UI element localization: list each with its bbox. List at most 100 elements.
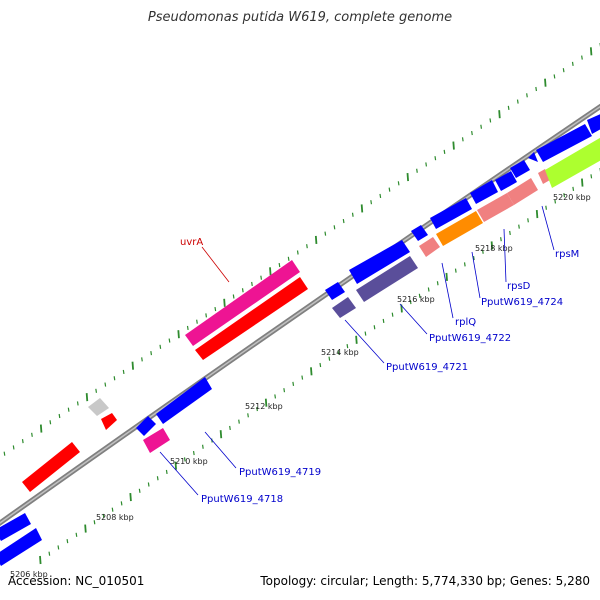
gene-uvrA-red[interactable]: [195, 277, 308, 360]
inner-tick-50: [490, 241, 494, 250]
outer-tick-7: [58, 413, 61, 419]
gene-4724-blue[interactable]: [430, 198, 472, 229]
outer-tick-55: [498, 110, 501, 119]
outer-tick-20: [177, 330, 180, 339]
gene-rpsD-pink[interactable]: [477, 193, 514, 222]
leader-4719: [204, 431, 237, 469]
outer-tick-4: [31, 432, 33, 437]
gene-red-small[interactable]: [101, 413, 117, 430]
leader-rpsD: [503, 228, 507, 283]
tick-label-5220: 5220 kbp: [553, 193, 591, 202]
outer-tick-22: [196, 319, 198, 324]
gene-4721-purple[interactable]: [332, 297, 356, 318]
inner-tick-3: [66, 539, 69, 544]
gene-blue-bottom-1[interactable]: [0, 513, 31, 541]
gene-uvrA-pink[interactable]: [185, 260, 300, 346]
inner-tick-15: [174, 461, 177, 470]
map-title: Pseudomonas putida W619, complete genome: [147, 10, 453, 25]
label-PputW619_4718[interactable]: PputW619_4718: [201, 494, 283, 505]
inner-tick-14: [165, 469, 168, 475]
label-rpsD[interactable]: rpsD: [507, 281, 531, 292]
outer-tick-40: [360, 204, 364, 213]
outer-tick-21: [186, 325, 189, 331]
inner-tick-22: [238, 419, 240, 424]
label-PputW619_4724[interactable]: PputW619_4724: [481, 297, 563, 308]
label-uvrA[interactable]: uvrA: [180, 237, 203, 248]
outer-tick-44: [397, 181, 400, 186]
leader-rpsM: [541, 205, 555, 251]
inner-tick-25: [264, 398, 268, 407]
gene-red-left[interactable]: [22, 442, 80, 492]
inner-tick-37: [373, 325, 376, 330]
gene-blue-top-2[interactable]: [587, 112, 600, 134]
outer-tick-27: [241, 288, 244, 293]
gene-blue-top-1[interactable]: [536, 124, 592, 162]
gene-4719-blue[interactable]: [156, 377, 212, 424]
gene-grey-small[interactable]: [88, 398, 109, 416]
gene-rplQ-pink[interactable]: [419, 237, 440, 257]
outer-tick-49: [443, 149, 446, 154]
label-PputW619_4721[interactable]: PputW619_4721: [386, 362, 468, 373]
inner-tick-35: [355, 335, 358, 344]
gene-blue-top-arrow[interactable]: [528, 152, 538, 162]
outer-tick-row: [3, 43, 600, 456]
gene-blue-4727[interactable]: [510, 160, 530, 178]
gene-4724-orange[interactable]: [436, 211, 483, 246]
outer-tick-18: [159, 344, 162, 349]
outer-tick-31: [278, 262, 281, 268]
outer-tick-11: [95, 388, 98, 393]
outer-tick-58: [526, 93, 528, 98]
inner-tick-53: [518, 224, 520, 229]
leader-4718: [159, 451, 199, 496]
outer-tick-33: [296, 250, 299, 255]
label-rpsM[interactable]: rpsM: [555, 249, 579, 260]
tick-label-5212: 5212 kbp: [245, 402, 283, 411]
label-rplQ[interactable]: rplQ: [455, 317, 476, 328]
inner-tick-33: [337, 350, 340, 355]
outer-tick-50: [452, 141, 455, 150]
outer-tick-15: [131, 361, 134, 370]
gene-rpsM-pink[interactable]: [538, 169, 550, 184]
inner-tick-row: [39, 168, 600, 565]
gene-lime[interactable]: [545, 135, 600, 188]
leader-4721: [344, 319, 385, 364]
inner-tick-57: [554, 199, 557, 204]
gene-blue-4726[interactable]: [495, 171, 517, 191]
inner-tick-24: [256, 406, 258, 412]
label-PputW619_4722[interactable]: PputW619_4722: [429, 333, 511, 344]
outer-tick-47: [425, 162, 428, 167]
outer-tick-65: [589, 47, 593, 56]
gene-blue-bottom-2[interactable]: [0, 528, 42, 566]
outer-tick-19: [168, 338, 171, 343]
outer-tick-29: [260, 275, 263, 280]
inner-tick-51: [500, 237, 502, 242]
gene-4721-arrow-blue[interactable]: [325, 282, 345, 300]
outer-tick-36: [324, 231, 327, 236]
outer-tick-26: [232, 294, 235, 299]
outer-tick-63: [571, 61, 574, 66]
outer-tick-52: [471, 130, 473, 136]
tick-label-5214: 5214 kbp: [321, 348, 359, 357]
inner-tick-29: [301, 375, 304, 380]
gene-blue-small-rplQ[interactable]: [411, 225, 428, 241]
label-PputW619_4719[interactable]: PputW619_4719: [239, 467, 321, 478]
inner-tick-12: [147, 482, 150, 487]
gene-blue-4725[interactable]: [470, 180, 498, 204]
tick-label-5208: 5208 kbp: [96, 513, 134, 522]
gene-4722-blue[interactable]: [349, 240, 410, 284]
gene-rpsD-pink-2[interactable]: [507, 178, 538, 205]
outer-tick-60: [544, 78, 547, 87]
inner-tick-59: [572, 186, 575, 191]
inner-tick-8: [111, 507, 114, 512]
gene-4718-pink[interactable]: [143, 428, 170, 453]
gene-4718-arrow-blue[interactable]: [136, 416, 156, 436]
gene-4722-purple[interactable]: [356, 256, 418, 302]
inner-tick-5: [84, 524, 87, 533]
outer-tick-38: [342, 218, 345, 224]
outer-tick-24: [214, 307, 217, 312]
inner-tick-39: [391, 312, 394, 317]
inner-tick-21: [229, 425, 231, 430]
outer-tick-17: [150, 351, 153, 356]
outer-tick-54: [489, 118, 492, 123]
